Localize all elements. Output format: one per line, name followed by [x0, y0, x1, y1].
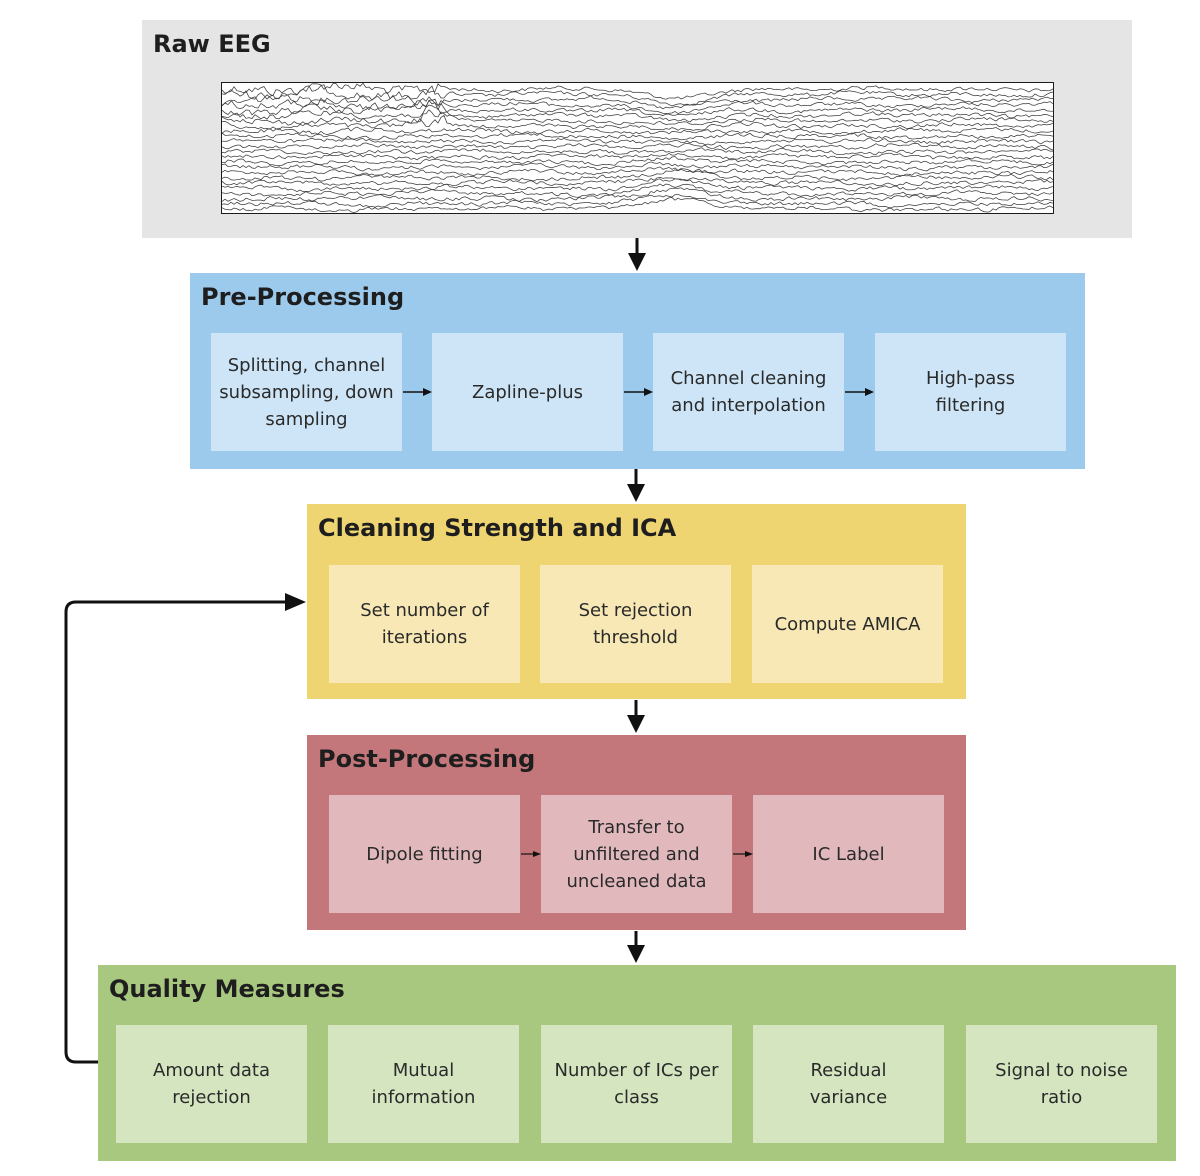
eeg-channel-trace	[222, 156, 1053, 167]
eeg-channel-trace	[222, 137, 1053, 146]
eeg-channel-trace	[222, 104, 1053, 123]
eeg-trace-plot	[221, 82, 1054, 214]
eeg-channel-trace	[222, 166, 1053, 177]
step-compute-amica: Compute AMICA	[752, 565, 943, 683]
eeg-channel-trace	[222, 176, 1053, 187]
raw-eeg-title: Raw EEG	[153, 30, 271, 58]
eeg-channel-trace	[222, 147, 1053, 156]
post-processing-title: Post-Processing	[318, 745, 536, 773]
eeg-channel-trace	[222, 152, 1053, 161]
eeg-channel-trace	[222, 93, 1053, 110]
eeg-channel-trace	[222, 187, 1053, 203]
eeg-channel-trace	[222, 197, 1053, 213]
arrow-pre-to-clean	[627, 469, 645, 502]
step-zapline-plus: Zapline-plus	[432, 333, 623, 451]
eeg-channel-trace	[222, 168, 1053, 182]
eeg-channel-trace	[222, 161, 1053, 172]
eeg-channel-trace	[222, 96, 1053, 115]
cleaning-ica-title: Cleaning Strength and ICA	[318, 514, 677, 542]
quality-measures-title: Quality Measures	[109, 975, 345, 1003]
eeg-channel-trace	[222, 83, 1053, 100]
pre-processing-title: Pre-Processing	[201, 283, 405, 311]
arrow-clean-to-post	[627, 700, 645, 733]
eeg-channel-trace	[222, 183, 1053, 198]
arrow-post-to-qm	[627, 931, 645, 963]
eeg-channel-trace	[222, 84, 1053, 107]
eeg-channel-trace	[222, 132, 1053, 141]
eeg-channel-trace	[222, 99, 1053, 116]
eeg-traces	[222, 83, 1053, 213]
post-processing-panel: Post-Processing Dipole fitting Transfer …	[307, 735, 966, 930]
eeg-channel-trace	[222, 114, 1053, 131]
raw-eeg-panel: Raw EEG	[142, 20, 1132, 238]
step-dipole-fitting: Dipole fitting	[329, 795, 520, 913]
step-signal-to-noise-ratio: Signal to noise ratio	[966, 1025, 1157, 1143]
eeg-channel-trace	[222, 193, 1053, 209]
eeg-channel-trace	[222, 142, 1053, 151]
eeg-channel-trace	[222, 126, 1053, 136]
eeg-channel-trace	[222, 178, 1053, 193]
arrow-raw-to-pre	[628, 238, 646, 271]
eeg-channel-trace	[222, 109, 1053, 126]
step-ic-label: IC Label	[753, 795, 944, 913]
